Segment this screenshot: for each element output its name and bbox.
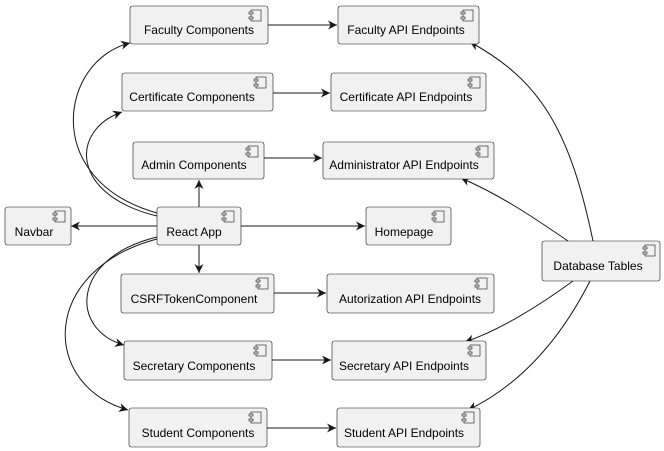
component-icon	[467, 344, 481, 357]
csrf-token-component-label: CSRFTokenComponent	[131, 292, 258, 306]
node-admin-components[interactable]: Admin Components	[132, 141, 265, 180]
edge-react-app-to-certificate-components	[86, 110, 158, 217]
node-faculty-components[interactable]: Faculty Components	[129, 5, 269, 45]
node-secretary-api-endpoints[interactable]: Secretary API Endpoints	[331, 340, 487, 381]
student-components-label: Student Components	[142, 426, 255, 440]
student-api-endpoints-label: Student API Endpoints	[344, 426, 464, 440]
node-homepage[interactable]: Homepage	[365, 206, 452, 246]
component-icon	[431, 210, 445, 223]
faculty-api-endpoints-label: Faculty API Endpoints	[347, 23, 464, 37]
node-autorization-api-endpoints[interactable]: Autorization API Endpoints	[326, 273, 495, 314]
edges	[64, 20, 594, 433]
node-certificate-components[interactable]: Certificate Components	[121, 72, 274, 112]
edge-database-to-secretary-api	[464, 280, 574, 344]
certificate-components-label: Certificate Components	[129, 90, 254, 104]
component-icon	[245, 145, 259, 158]
component-icon	[255, 277, 269, 290]
node-administrator-api-endpoints[interactable]: Administrator API Endpoints	[322, 141, 495, 180]
faculty-components-label: Faculty Components	[144, 23, 254, 37]
certificate-api-endpoints-label: Certificate API Endpoints	[340, 90, 473, 104]
edge-react-app-to-student-components	[64, 238, 158, 412]
autorization-api-endpoints-label: Autorization API Endpoints	[339, 292, 481, 306]
component-icon	[475, 145, 489, 158]
node-faculty-api-endpoints[interactable]: Faculty API Endpoints	[337, 5, 480, 45]
database-tables-label: Database Tables	[553, 259, 642, 273]
component-icon	[474, 277, 488, 290]
component-icon	[460, 9, 474, 22]
component-icon	[253, 344, 267, 357]
react-app-label: React App	[166, 225, 222, 239]
administrator-api-endpoints-label: Administrator API Endpoints	[329, 158, 478, 172]
component-icon	[221, 210, 235, 223]
component-icon	[253, 76, 267, 89]
secretary-api-endpoints-label: Secretary API Endpoints	[339, 359, 469, 373]
component-icon	[467, 76, 481, 89]
node-student-components[interactable]: Student Components	[128, 407, 268, 448]
admin-components-label: Admin Components	[141, 158, 246, 172]
homepage-label: Homepage	[375, 225, 434, 239]
component-icon	[248, 9, 262, 22]
edge-react-app-to-secretary-components	[86, 236, 158, 347]
edge-database-to-student-api	[467, 280, 591, 411]
component-icon	[642, 244, 656, 257]
node-database-tables[interactable]: Database Tables	[541, 240, 661, 282]
node-student-api-endpoints[interactable]: Student API Endpoints	[336, 407, 481, 448]
edge-database-to-faculty-api	[469, 41, 594, 242]
component-icon	[461, 411, 475, 424]
component-icon	[248, 411, 262, 424]
node-navbar[interactable]: Navbar	[4, 206, 72, 246]
node-react-app[interactable]: React App	[156, 206, 242, 246]
edge-react-app-to-faculty-components	[72, 40, 158, 214]
edge-database-to-administrator-api	[460, 177, 569, 242]
navbar-label: Navbar	[15, 225, 54, 239]
secretary-components-label: Secretary Components	[133, 359, 256, 373]
node-csrf-token-component[interactable]: CSRFTokenComponent	[120, 273, 275, 314]
node-certificate-api-endpoints[interactable]: Certificate API Endpoints	[330, 72, 487, 112]
component-icon	[52, 210, 66, 223]
node-secretary-components[interactable]: Secretary Components	[123, 340, 273, 381]
